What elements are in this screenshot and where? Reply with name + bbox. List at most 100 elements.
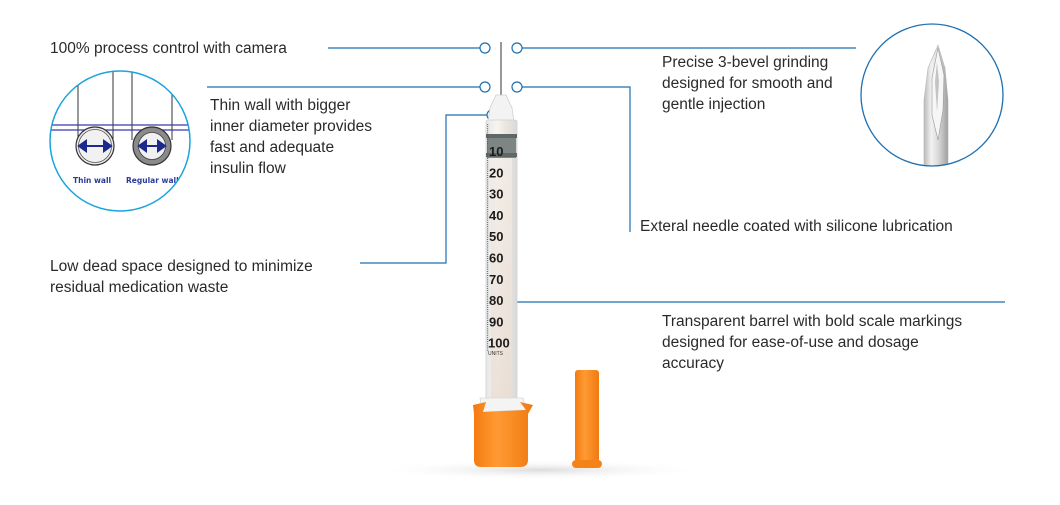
scale-tick xyxy=(487,288,489,289)
scale-tick xyxy=(487,337,489,338)
scale-tick xyxy=(487,330,489,332)
barrel-line-3: accuracy xyxy=(662,355,725,372)
scale-tick xyxy=(487,260,489,262)
scale-tick xyxy=(487,126,489,127)
scale-tick xyxy=(487,343,489,345)
scale-tick xyxy=(487,204,489,206)
scale-tick xyxy=(487,217,489,219)
stopper-ring-top xyxy=(486,134,517,138)
scale-tick xyxy=(487,322,489,323)
dead-space-line-2: residual medication waste xyxy=(50,279,229,296)
scale-tick xyxy=(487,149,489,151)
scale-tick xyxy=(487,292,489,294)
scale-number: 40 xyxy=(489,208,503,223)
plunger-cap xyxy=(473,402,533,467)
scale-tick xyxy=(487,224,489,225)
scale-tick xyxy=(487,275,489,276)
scale-number: 80 xyxy=(489,293,503,308)
scale-tick xyxy=(487,166,489,168)
callout-dead-space: Low dead space designed to minimize resi… xyxy=(50,256,313,298)
scale-tick xyxy=(487,268,489,270)
scale-tick xyxy=(487,258,489,259)
scale-tick xyxy=(487,243,489,245)
scale-tick xyxy=(487,279,489,281)
scale-number: 70 xyxy=(489,272,503,287)
scale-tick xyxy=(487,200,489,202)
scale-tick xyxy=(487,175,489,176)
scale-tick xyxy=(487,132,489,134)
dead-space-leader-line xyxy=(360,114,487,264)
scale-tick xyxy=(487,311,489,313)
scale-tick xyxy=(487,143,489,144)
scale-tick xyxy=(487,328,489,330)
thin-wall-line-2: inner diameter provides xyxy=(210,118,372,135)
scale-tick xyxy=(487,264,489,266)
scale-tick xyxy=(487,153,489,155)
scale-tick xyxy=(487,349,489,351)
scale-tick xyxy=(487,211,489,213)
scale-tick xyxy=(487,183,489,185)
dead-space-line-1: Low dead space designed to minimize xyxy=(50,258,313,275)
scale-tick xyxy=(487,202,489,204)
scale-number: 30 xyxy=(489,187,503,202)
bevel-line-1: Precise 3-bevel grinding xyxy=(662,54,829,71)
scale-tick xyxy=(487,239,489,240)
scale-tick xyxy=(487,307,489,308)
scale-tick xyxy=(487,309,489,311)
needle-cap-base xyxy=(572,460,602,468)
scale-tick xyxy=(487,128,489,130)
scale-number: 20 xyxy=(489,165,503,180)
scale-number: 50 xyxy=(489,229,503,244)
scale-tick xyxy=(487,281,489,283)
scale-tick xyxy=(487,209,489,210)
scale-tick xyxy=(487,228,489,230)
scale-tick xyxy=(487,234,489,236)
scale-tick xyxy=(487,230,489,232)
scale-tick xyxy=(487,173,489,174)
camera-marker-icon xyxy=(479,42,491,54)
scale-tick xyxy=(487,326,489,328)
scale-tick xyxy=(487,194,489,196)
scale-tick xyxy=(487,341,489,343)
scale-tick xyxy=(487,177,489,178)
thin-wall-marker-icon xyxy=(479,81,491,93)
bevel-line-3: gentle injection xyxy=(662,96,766,113)
scale-tick xyxy=(487,339,489,340)
scale-tick xyxy=(487,317,489,319)
scale-tick xyxy=(487,273,489,274)
scale-tick xyxy=(487,266,489,268)
thin-wall-label: Thin wall xyxy=(73,176,111,185)
bevel-line-2: designed for smooth and xyxy=(662,75,833,92)
scale-tick xyxy=(487,170,489,172)
plunger-rod xyxy=(491,158,512,402)
scale-tick xyxy=(487,285,489,287)
scale-tick xyxy=(487,185,489,187)
scale-tick xyxy=(487,124,489,125)
stopper-ring-bottom xyxy=(486,153,517,157)
scale-tick xyxy=(487,207,489,208)
scale-tick xyxy=(487,345,489,347)
scale-tick xyxy=(487,241,489,242)
scale-tick xyxy=(487,179,489,181)
thin-wall-line-3: fast and adequate xyxy=(210,139,335,156)
needle-bevel-icon xyxy=(923,44,949,166)
scale-tick xyxy=(487,141,489,142)
scale-tick xyxy=(487,247,489,249)
scale-tick xyxy=(487,215,489,217)
scale-tick xyxy=(487,251,489,253)
scale-tick xyxy=(487,192,489,193)
scale-tick xyxy=(487,236,489,238)
callout-thin-wall: Thin wall with bigger inner diameter pro… xyxy=(210,95,372,179)
silicone-leader-line xyxy=(522,86,631,232)
callout-bevel: Precise 3-bevel grinding designed for sm… xyxy=(662,52,833,115)
scale-ticks xyxy=(487,124,489,351)
scale-tick xyxy=(487,136,489,138)
scale-tick xyxy=(487,158,489,159)
scale-tick xyxy=(487,294,489,296)
scale-tick xyxy=(487,181,489,183)
scale-tick xyxy=(487,315,489,317)
scale-tick xyxy=(487,302,489,304)
scale-tick xyxy=(487,256,489,257)
